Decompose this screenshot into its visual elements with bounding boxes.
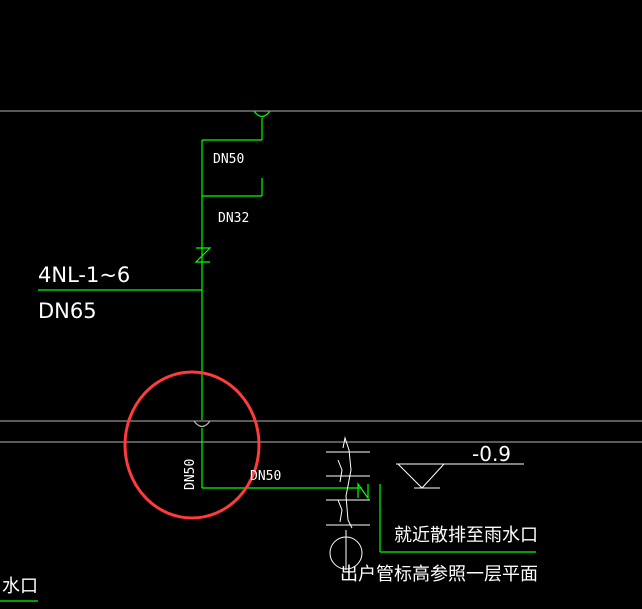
label-bottom-fragment: 水口 xyxy=(2,576,38,597)
wall-sleeve xyxy=(326,436,370,529)
pipe-fitting-z-icon xyxy=(194,247,212,263)
label-dn50-vertical: DN50 xyxy=(183,459,198,490)
check-valve-icon xyxy=(357,482,369,500)
note-elevation: 出户管标高参照一层平面 xyxy=(340,564,538,585)
roof-drain-upper-icon xyxy=(253,110,271,118)
label-dn50-horizontal: DN50 xyxy=(250,469,281,484)
roof-drain-lower-icon xyxy=(193,420,211,428)
label-dn50-top: DN50 xyxy=(213,152,244,167)
note-drain: 就近散排至雨水口 xyxy=(394,525,538,546)
upper-branch xyxy=(201,110,271,290)
highlight-ellipse xyxy=(123,370,261,520)
label-pipe-id: 4NL-1~6 xyxy=(38,263,130,287)
elevation-marker xyxy=(396,463,524,489)
label-dn32: DN32 xyxy=(218,211,249,226)
label-pipe-dn: DN65 xyxy=(38,299,97,323)
label-elevation: -0.9 xyxy=(472,442,511,466)
